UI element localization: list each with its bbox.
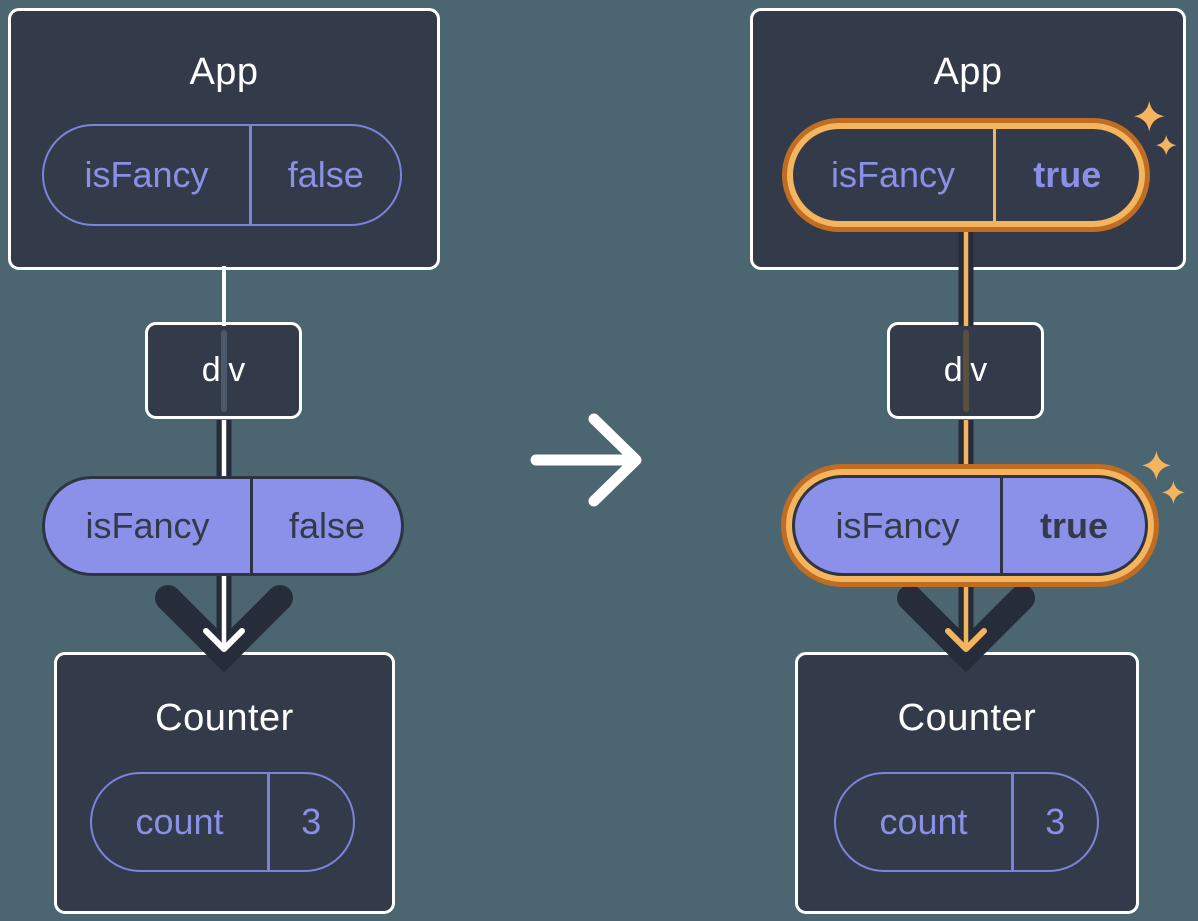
- prop-arrowhead-outer-after: [897, 585, 1035, 673]
- counter-title-before: Counter: [155, 697, 294, 739]
- pill-divider: [1000, 478, 1003, 573]
- counter-state-pill-after: count 3: [834, 772, 1099, 872]
- pill-divider: [249, 126, 252, 224]
- state-key: isFancy: [84, 154, 209, 195]
- prop-key: isFancy: [85, 505, 210, 546]
- highlight-ring-prop: isFancy true: [781, 464, 1159, 587]
- arrow-head: [588, 413, 642, 507]
- pill-divider: [1011, 774, 1014, 870]
- prop-value: true: [1039, 504, 1108, 546]
- app-title-after: App: [933, 51, 1003, 93]
- prop-pill-before: isFancy false: [42, 476, 404, 576]
- state-value: false: [287, 154, 364, 195]
- prop-value: false: [288, 505, 366, 546]
- sparkle-small-icon: [1162, 481, 1185, 504]
- state-key: count: [135, 801, 224, 842]
- div-tag-card-before: div: [145, 322, 302, 419]
- pill-divider: [250, 479, 253, 573]
- prop-arrowhead-outer-before: [155, 585, 293, 673]
- counter-state-pill-before: count 3: [90, 772, 355, 872]
- state-value: 3: [301, 801, 322, 842]
- highlight-ring-inner: isFancy true: [786, 469, 1154, 582]
- app-state-pill-after: isFancy true: [793, 129, 1139, 221]
- highlight-ring-app-state: isFancy true: [782, 118, 1150, 232]
- prop-arrowhead-core-after: [945, 628, 987, 652]
- div-label-after: div: [943, 351, 988, 389]
- prop-pill-after: isFancy true: [792, 475, 1148, 576]
- arrow-right-icon: [530, 413, 642, 507]
- div-label-before: div: [201, 351, 246, 389]
- prop-arrowhead-core-before: [203, 628, 245, 652]
- state-value: 3: [1045, 801, 1066, 842]
- app-state-pill-before: isFancy false: [42, 124, 402, 226]
- div-tag-card-after: div: [887, 322, 1044, 419]
- pill-divider: [993, 129, 996, 221]
- counter-title-after: Counter: [897, 697, 1037, 739]
- highlight-ring-inner: isFancy true: [787, 123, 1145, 227]
- state-value: true: [1033, 154, 1102, 195]
- state-key: count: [879, 801, 968, 842]
- prop-key: isFancy: [835, 504, 960, 546]
- state-key: isFancy: [830, 154, 956, 195]
- sparkle-large-icon: [1142, 451, 1171, 480]
- pill-divider: [267, 774, 270, 870]
- app-title-before: App: [189, 51, 259, 93]
